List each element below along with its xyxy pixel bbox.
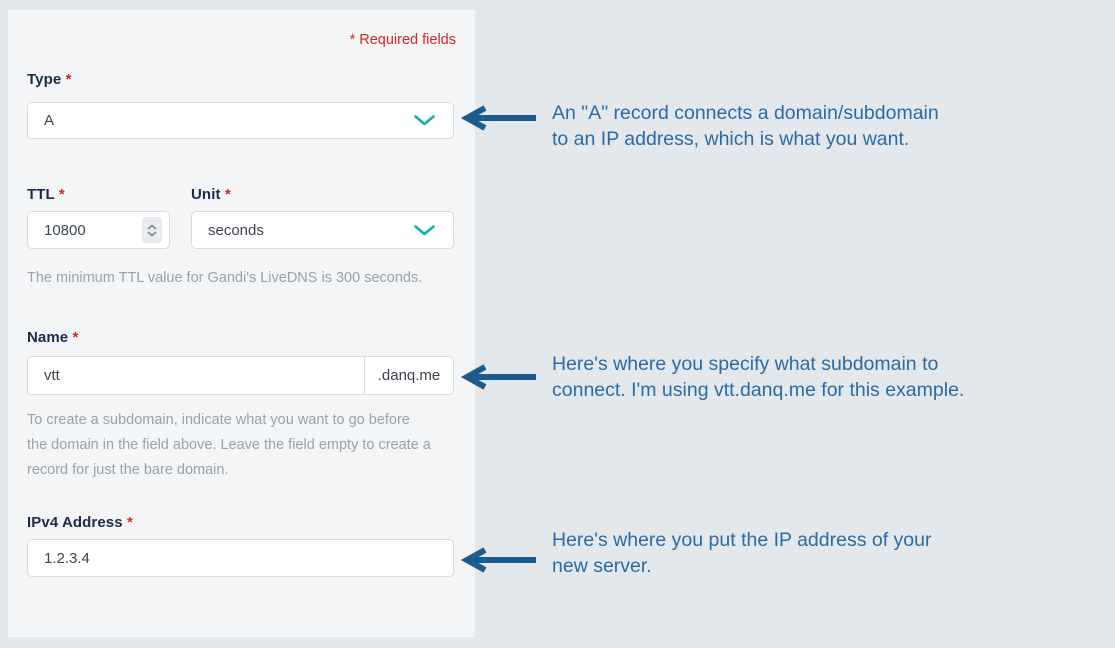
unit-select[interactable]: seconds — [191, 211, 454, 249]
chevron-down-icon — [414, 224, 435, 236]
ttl-input-wrap — [27, 211, 170, 249]
annotation-arrow-name — [460, 364, 536, 390]
annotation-name: Here's where you specify what subdomain … — [552, 353, 965, 401]
name-helper-text: To create a subdomain, indicate what you… — [27, 412, 431, 478]
annotation-arrow-ipv4 — [460, 547, 536, 573]
required-asterisk: * — [65, 71, 72, 88]
ipv4-label: IPv4 Address * — [27, 514, 133, 531]
annotation-ipv4: Here's where you put the IP address of y… — [552, 529, 932, 577]
chevron-down-icon — [414, 115, 435, 126]
type-select-value: A — [44, 112, 55, 129]
required-asterisk: * — [58, 186, 65, 203]
type-select[interactable]: A — [27, 102, 454, 139]
ttl-label: TTL * — [27, 186, 65, 203]
ipv4-input-wrap — [27, 539, 454, 577]
unit-label: Unit * — [191, 186, 231, 203]
ttl-input[interactable] — [28, 212, 142, 248]
name-input[interactable] — [28, 357, 364, 394]
name-input-wrap: .danq.me — [27, 356, 454, 395]
ttl-helper-text: The minimum TTL value for Gandi's LiveDN… — [27, 270, 423, 286]
dns-record-form-panel: * Required fields Type * A TTL * Unit * … — [8, 10, 475, 637]
required-asterisk: * — [72, 329, 79, 346]
domain-suffix: .danq.me — [364, 357, 453, 394]
type-label: Type * — [27, 71, 72, 88]
unit-select-value: seconds — [208, 221, 264, 239]
number-stepper[interactable] — [142, 217, 162, 243]
required-asterisk: * — [126, 514, 133, 531]
ipv4-input[interactable] — [28, 540, 453, 576]
annotation-arrow-type — [460, 105, 536, 131]
name-label: Name * — [27, 329, 79, 346]
required-fields-note: * Required fields — [349, 32, 456, 48]
annotation-type: An "A" record connects a domain/subdomai… — [552, 102, 939, 150]
required-asterisk: * — [224, 186, 231, 203]
